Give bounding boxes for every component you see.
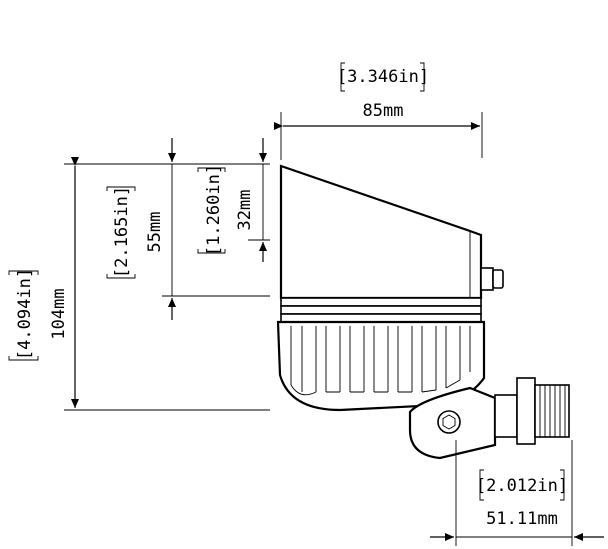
bracket-right: [420, 62, 425, 92]
dimension-inches-label: [2.165in]: [112, 186, 132, 278]
thread-lines: [539, 385, 566, 437]
finned-housing: [276, 320, 486, 412]
bracket-top: [197, 167, 226, 172]
bracket-bottom: [8, 356, 39, 361]
fixture-cap: [279, 164, 483, 300]
fitting-collar: [494, 394, 518, 438]
dimension-height-cap: [1.260in] 32mm: [197, 138, 267, 262]
dimension-inches-label: [4.094in]: [15, 268, 35, 360]
dimension-fitting-width: [2.012in] 51.11mm: [430, 440, 604, 546]
bracket-left: [479, 469, 484, 501]
bracket-left: [340, 62, 345, 92]
bracket-bottom: [197, 249, 226, 254]
adjust-knob-head: [492, 269, 504, 289]
ring-3: [280, 313, 482, 323]
bracket-bottom: [106, 274, 136, 279]
threaded-pipe: [534, 384, 570, 438]
dimension-inches-label: [1.260in]: [204, 164, 224, 256]
ring-1: [280, 297, 482, 307]
bracket-top: [106, 186, 136, 191]
adjust-knob: [480, 267, 494, 291]
bolt-hex: [442, 414, 456, 430]
ring-2: [280, 305, 482, 315]
dimension-width-total: [3.346in] 85mm: [274, 62, 483, 160]
swivel-bolt: [437, 410, 461, 434]
dimension-height-total: [4.094in] 104mm: [8, 157, 79, 408]
dimension-height-upper: [2.165in] 55mm: [106, 138, 176, 320]
fixture-drawing: [276, 164, 570, 460]
dimension-mm-label: 32mm: [235, 190, 255, 231]
dimension-mm-label: 51.11mm: [486, 509, 558, 529]
cooling-fins: [290, 326, 471, 396]
bracket-top: [8, 270, 39, 275]
dimension-mm-label: 85mm: [363, 101, 404, 121]
dimension-inches-label: [3.346in]: [337, 67, 429, 87]
dimension-mm-label: 104mm: [49, 288, 69, 339]
dimension-inches-label: [2.012in]: [476, 476, 568, 496]
dimension-mm-label: 55mm: [145, 212, 165, 253]
bracket-right: [560, 469, 565, 501]
fitting-nut: [516, 377, 536, 445]
